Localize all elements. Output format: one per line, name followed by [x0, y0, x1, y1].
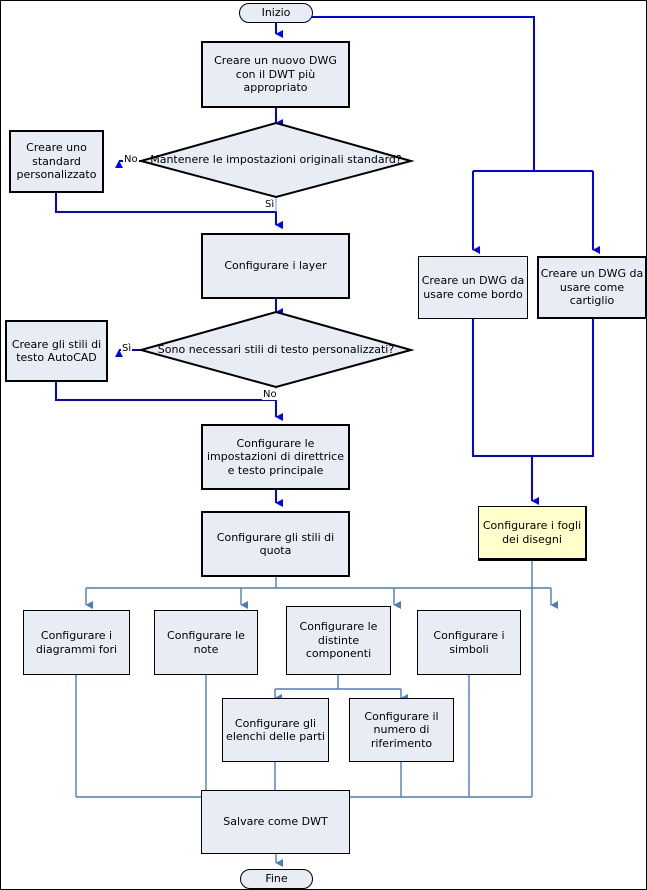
node-bom[interactable]: Configurare le distinte componenti: [286, 606, 391, 675]
node-new-dwg[interactable]: Creare un nuovo DWG con il DWT più appro…: [201, 41, 350, 108]
node-leader-settings[interactable]: Configurare le impostazioni di direttric…: [201, 424, 350, 490]
node-save-dwt[interactable]: Salvare come DWT: [201, 790, 350, 854]
edge-label-keep-standard-no: No: [123, 154, 139, 165]
node-border-dwg-label: Creare un DWG da usare come bordo: [421, 274, 525, 301]
node-start[interactable]: Inizio: [239, 3, 313, 23]
node-layers[interactable]: Configurare i layer: [201, 233, 350, 299]
node-new-dwg-label: Creare un nuovo DWG con il DWT più appro…: [214, 54, 337, 95]
node-leader-settings-label: Configurare le impostazioni di direttric…: [207, 436, 344, 477]
node-text-styles-needed-label: Sono necessari stili di testo personaliz…: [157, 342, 395, 356]
node-notes-label: Configurare le note: [167, 629, 245, 656]
node-titleblock-dwg-label: Creare un DWG da usare come cartiglio: [540, 267, 644, 308]
edge-label-keep-standard-yes: Sì: [264, 199, 276, 210]
node-hole-charts[interactable]: Configurare i diagrammi fori: [23, 610, 130, 675]
node-end[interactable]: Fine: [240, 869, 313, 889]
node-end-label: Fine: [265, 872, 288, 886]
node-border-dwg[interactable]: Creare un DWG da usare come bordo: [418, 256, 528, 319]
decision-text-styles-shape: [137, 310, 415, 389]
edge-label-text-styles-no: No: [262, 389, 278, 400]
node-dim-styles[interactable]: Configurare gli stili di quota: [201, 511, 350, 577]
node-dim-styles-label: Configurare gli stili di quota: [216, 530, 335, 558]
node-autocad-text-styles[interactable]: Creare gli stili di testo AutoCAD: [5, 320, 108, 382]
node-save-dwt-label: Salvare come DWT: [223, 815, 328, 829]
node-sheets[interactable]: Configurare i fogli dei disegni: [478, 506, 587, 561]
node-symbols[interactable]: Configurare i simboli: [417, 610, 521, 675]
decision-keep-standard-shape: [137, 121, 415, 199]
node-balloon-label: Configurare il numero di riferimento: [364, 709, 439, 750]
node-notes[interactable]: Configurare le note: [154, 610, 258, 675]
edge-label-text-styles-yes: Sì: [121, 343, 133, 354]
node-start-label: Inizio: [261, 6, 291, 20]
node-hole-charts-label: Configurare i diagrammi fori: [35, 629, 118, 656]
node-bom-label: Configurare le distinte componenti: [299, 620, 378, 661]
node-custom-standard-label: Creare uno standard personalizzato: [16, 141, 97, 182]
node-text-styles-needed[interactable]: Sono necessari stili di testo personaliz…: [141, 312, 411, 387]
node-titleblock-dwg[interactable]: Creare un DWG da usare come cartiglio: [537, 256, 646, 319]
node-layers-label: Configurare i layer: [224, 259, 327, 273]
node-balloon[interactable]: Configurare il numero di riferimento: [349, 698, 454, 762]
node-sheets-label: Configurare i fogli dei disegni: [482, 519, 582, 546]
node-keep-standard-label: Mantenere le impostazioni originali stan…: [150, 153, 402, 167]
node-symbols-label: Configurare i simboli: [433, 629, 505, 656]
node-parts-lists[interactable]: Configurare gli elenchi delle parti: [222, 698, 329, 762]
node-parts-lists-label: Configurare gli elenchi delle parti: [226, 716, 325, 744]
node-autocad-text-styles-label: Creare gli stili di testo AutoCAD: [11, 337, 102, 365]
node-custom-standard[interactable]: Creare uno standard personalizzato: [9, 130, 104, 193]
node-keep-standard[interactable]: Mantenere le impostazioni originali stan…: [141, 123, 411, 197]
